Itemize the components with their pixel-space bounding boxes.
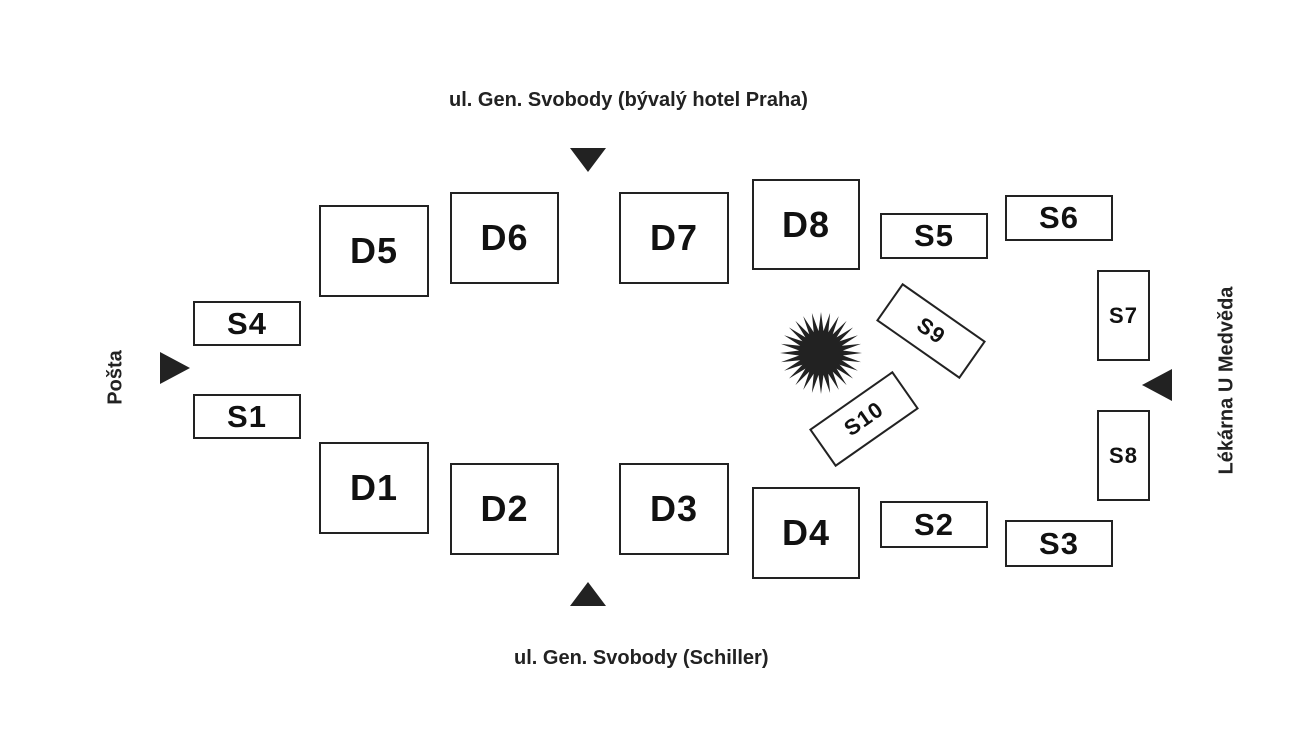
stall-S6: S6 — [1005, 195, 1113, 241]
stall-D3: D3 — [619, 463, 729, 555]
stall-D4: D4 — [752, 487, 860, 579]
stall-S2: S2 — [880, 501, 988, 548]
stall-S1: S1 — [193, 394, 301, 439]
left-street-label: Pošta — [104, 350, 127, 405]
bottom-street-label: ul. Gen. Svobody (Schiller) — [514, 647, 769, 669]
stall-D6: D6 — [450, 192, 559, 284]
starburst-icon — [780, 312, 862, 394]
stall-D8: D8 — [752, 179, 860, 270]
stall-D2: D2 — [450, 463, 559, 555]
stall-S5: S5 — [880, 213, 988, 259]
top-street-label: ul. Gen. Svobody (bývalý hotel Praha) — [449, 89, 808, 111]
stall-S4: S4 — [193, 301, 301, 346]
top-entrance-arrow-icon — [570, 148, 606, 172]
left-entrance-arrow-icon — [160, 352, 190, 384]
stall-D5: D5 — [319, 205, 429, 297]
stall-S7: S7 — [1097, 270, 1150, 361]
stall-S8: S8 — [1097, 410, 1150, 501]
right-entrance-arrow-icon — [1142, 369, 1172, 401]
right-street-label: Lékárna U Medvěda — [1215, 286, 1238, 475]
bottom-entrance-arrow-icon — [570, 582, 606, 606]
stall-S3: S3 — [1005, 520, 1113, 567]
stall-S9: S9 — [876, 282, 986, 380]
stall-D7: D7 — [619, 192, 729, 284]
stall-D1: D1 — [319, 442, 429, 534]
